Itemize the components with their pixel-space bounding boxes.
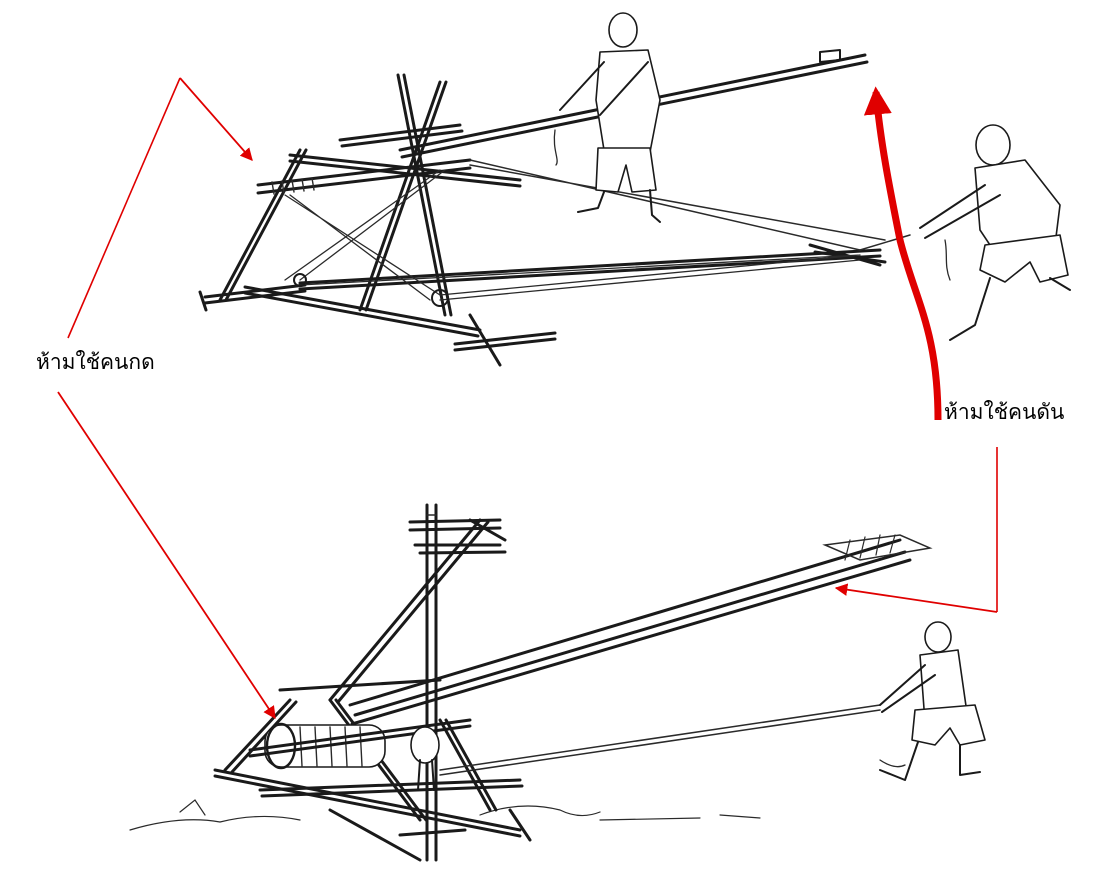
person-pulling-rope-bottom [879, 621, 986, 781]
arrow-line-left-up [67, 77, 181, 339]
arrow-to-bottom-arm [834, 583, 998, 613]
bottom-catapult-frame [129, 503, 933, 862]
arrow-to-bottom-drum [57, 391, 276, 720]
arrow-to-top-frame [179, 77, 253, 161]
big-curved-arrow [863, 86, 942, 421]
person-pulling-rope [919, 124, 1071, 341]
label-no-pressing: ห้ามใช้คนกด [36, 350, 155, 374]
annotation-arrows [57, 77, 998, 720]
person-holding-arm [553, 12, 661, 223]
label-no-pushing: ห้ามใช้คนดัน [944, 400, 1065, 424]
top-catapult-frame [198, 49, 911, 367]
